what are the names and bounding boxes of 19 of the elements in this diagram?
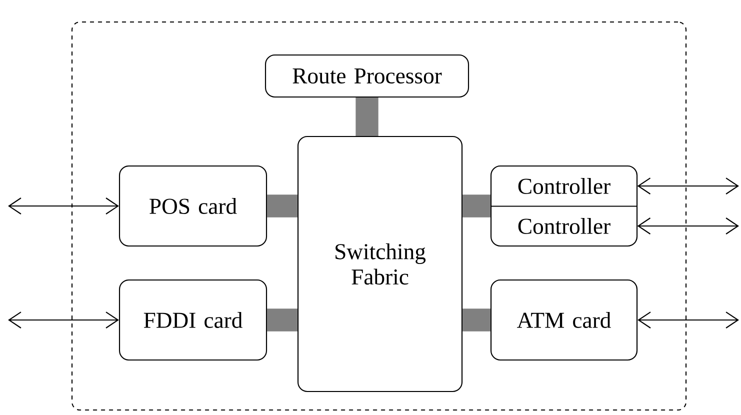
module-box: Route Processor xyxy=(264,54,470,98)
arrow xyxy=(8,312,119,328)
module-label: Controller xyxy=(518,218,610,234)
module-box: FDDI card xyxy=(118,279,268,361)
connector-bar xyxy=(462,308,490,332)
arrow xyxy=(637,218,740,234)
connector-bar xyxy=(267,194,298,218)
arrow xyxy=(637,178,740,194)
switch-box: Switching Fabric xyxy=(297,136,463,392)
module-box xyxy=(490,165,638,247)
chassis-outline xyxy=(71,21,687,411)
arrow xyxy=(638,312,740,328)
connector-bar xyxy=(462,194,490,218)
arrow xyxy=(8,198,119,214)
connector-bar xyxy=(356,98,378,136)
module-label: Controller xyxy=(518,178,610,194)
module-box: ATM card xyxy=(490,279,638,361)
connector-bar xyxy=(267,308,298,332)
module-box: POS card xyxy=(118,165,268,247)
